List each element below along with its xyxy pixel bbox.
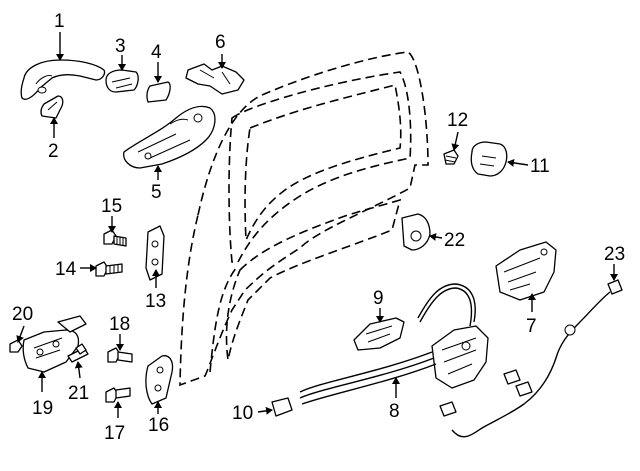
part-3-bezel (105, 69, 139, 93)
callout-1: 1 (54, 11, 65, 32)
part-4-cover (146, 81, 171, 103)
part-5-handle-frame (123, 105, 216, 169)
callout-6: 6 (215, 32, 226, 53)
callout-9: 9 (373, 288, 384, 309)
part-20-bolt (9, 339, 23, 353)
callout-16: 16 (148, 415, 169, 436)
door-outline (179, 51, 429, 387)
part-10-clip (271, 397, 293, 417)
callout-17: 17 (104, 423, 125, 444)
callout-18: 18 (109, 314, 130, 335)
part-2-handle-cap (40, 95, 64, 119)
callout-23: 23 (604, 244, 625, 265)
part-22-switch (401, 213, 431, 251)
part-9-bracket (353, 317, 405, 351)
callout-20: 20 (12, 304, 33, 325)
part-1-outside-handle (20, 59, 106, 100)
part-7-lock-module (495, 241, 557, 301)
callout-7: 7 (526, 316, 537, 337)
callout-12: 12 (447, 110, 468, 131)
callout-11: 11 (530, 156, 550, 177)
callout-15: 15 (101, 196, 122, 217)
callout-14: 14 (55, 259, 77, 280)
callout-labels: 1 2 3 4 5 6 7 8 9 10 11 12 13 14 15 16 1… (12, 11, 625, 444)
leader-lines (16, 32, 618, 418)
part-15-bolt (103, 229, 127, 247)
callout-19: 19 (32, 398, 53, 419)
callout-22: 22 (444, 230, 465, 251)
callout-5: 5 (151, 182, 162, 203)
part-13-hinge (145, 225, 165, 281)
part-12-screw (443, 149, 459, 165)
part-18-bolt (107, 347, 133, 363)
callout-3: 3 (115, 36, 126, 57)
callout-2: 2 (48, 141, 59, 162)
callout-21: 21 (68, 383, 89, 404)
part-21-bolt (67, 343, 89, 363)
part-17-bolt (105, 387, 131, 403)
callout-4: 4 (151, 42, 162, 63)
part-19-lower-hinge (22, 315, 87, 373)
part-16-check (145, 355, 174, 405)
part-11-striker (470, 141, 508, 177)
part-8-latch-cables (299, 283, 489, 405)
callout-8: 8 (389, 401, 400, 422)
callout-10: 10 (232, 403, 253, 424)
part-6-bracket (185, 63, 245, 95)
part-23-harness (439, 279, 623, 438)
part-14-bolt (95, 261, 123, 277)
callout-13: 13 (145, 291, 166, 312)
